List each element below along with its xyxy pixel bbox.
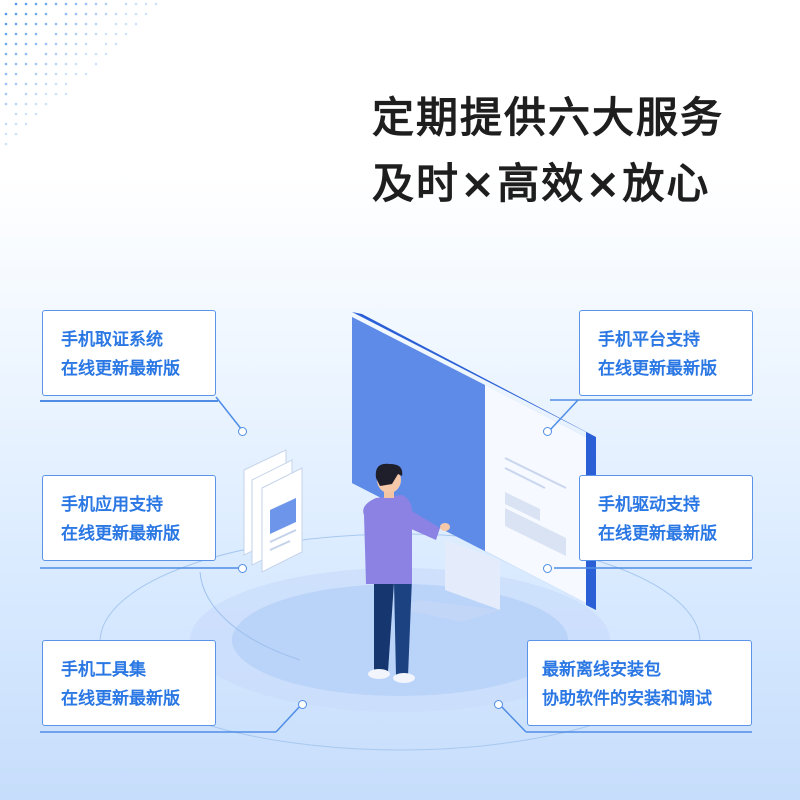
dot-pattern-decoration — [4, 2, 158, 146]
service-title: 手机取证系统 — [61, 330, 163, 350]
service-title: 手机工具集 — [61, 660, 146, 680]
service-subtitle: 在线更新最新版 — [61, 359, 180, 379]
service-card-toolkit: 手机工具集 在线更新最新版 — [42, 640, 216, 726]
service-card-offline-package: 最新离线安装包 协助软件的安装和调试 — [527, 640, 752, 726]
person-icon — [363, 463, 450, 683]
connector-node — [494, 700, 503, 709]
service-subtitle: 在线更新最新版 — [61, 524, 180, 544]
service-card-forensics: 手机取证系统 在线更新最新版 — [42, 310, 216, 396]
service-subtitle: 协助软件的安装和调试 — [542, 689, 712, 709]
service-subtitle: 在线更新最新版 — [61, 689, 180, 709]
service-card-apps: 手机应用支持 在线更新最新版 — [42, 475, 216, 561]
service-subtitle: 在线更新最新版 — [598, 524, 717, 544]
document-stack-icon — [243, 449, 303, 573]
connector-node — [238, 564, 247, 573]
connector-node — [238, 427, 247, 436]
service-card-platform: 手机平台支持 在线更新最新版 — [579, 310, 753, 396]
headline-line-2: 及时×高效×放心 — [372, 159, 711, 208]
service-title: 最新离线安装包 — [542, 660, 661, 680]
connector-line — [40, 400, 218, 402]
service-title: 手机平台支持 — [598, 330, 700, 350]
service-subtitle: 在线更新最新版 — [598, 359, 717, 379]
monitor-icon — [352, 312, 596, 622]
service-card-drivers: 手机驱动支持 在线更新最新版 — [579, 475, 753, 561]
headline-line-1: 定期提供六大服务 — [372, 93, 725, 142]
service-title: 手机驱动支持 — [598, 495, 700, 515]
service-title: 手机应用支持 — [61, 495, 163, 515]
connector-node — [298, 700, 307, 709]
connector-node — [543, 427, 552, 436]
connector-node — [543, 564, 552, 573]
